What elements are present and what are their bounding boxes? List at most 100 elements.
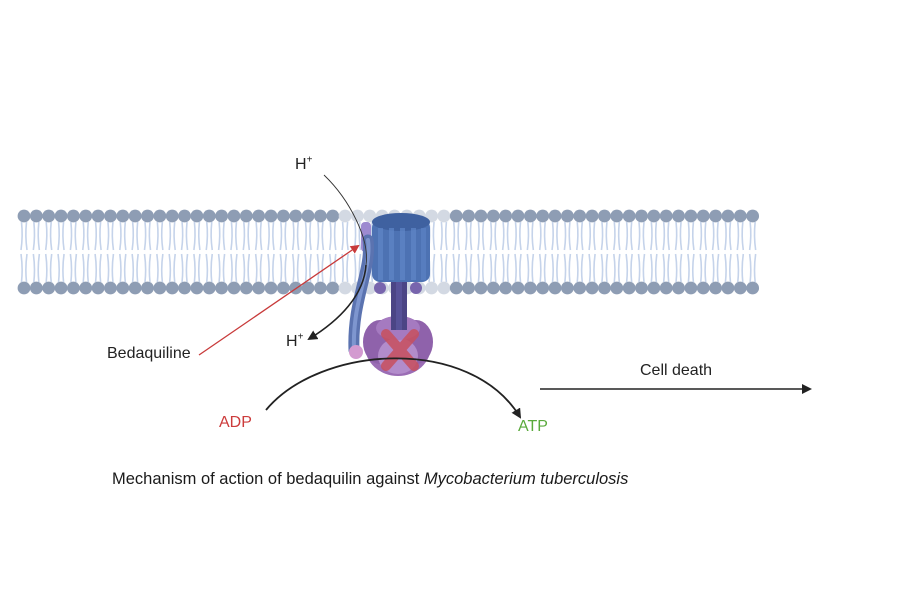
lipid-tail [588,221,592,251]
lipid-tail [654,253,658,283]
lipid-tail [210,221,214,251]
lipid-head [264,281,278,295]
lipid-tail [222,221,226,251]
lipid-head [733,281,747,295]
lipid-tail [230,221,233,251]
lipid-tail [333,221,337,251]
lipid-head [696,209,710,223]
lipid-tail [477,221,480,251]
proton-label-bottom-charge: + [297,331,304,343]
lipid-tail [600,221,604,251]
lipid-head [104,209,117,223]
lipid-tail [613,221,616,251]
lipid-head [91,281,105,295]
lipid-tail [637,221,641,251]
lipid-tail [180,221,184,251]
lipid-tail [556,221,559,251]
lipid-tail [736,253,740,283]
lipid-tail [197,221,201,251]
lipid-head [54,281,68,295]
lipid-tail [180,253,184,283]
lipid-tail [272,221,275,251]
lipid-tail [296,253,300,283]
lipid-tail [457,253,461,283]
lipid-head [746,281,760,295]
lipid-head [178,281,191,295]
lipid-tail [57,221,60,251]
lipid-tail [650,221,653,251]
lipid-head [449,209,463,223]
lipid-tail [296,221,300,251]
lipid-tail [353,221,357,251]
lipid-head [239,209,253,223]
lipid-head [314,209,327,223]
lipid-head [227,281,241,295]
cell-death-label: Cell death [640,362,713,379]
lipid-tail [482,253,485,283]
lipid-head [561,281,574,295]
lipid-head [437,281,451,295]
lipid-tail [736,221,740,251]
lipid-head [672,209,685,223]
lipid-tail [160,253,164,283]
caption-text: Mechanism of action of bedaquilin agains… [112,470,424,488]
lipid-tail [328,253,332,283]
lipid-tail [617,253,621,283]
lipid-tail [74,253,78,283]
lipid-head [561,209,574,223]
lipid-tail [81,253,85,283]
lipid-tail [489,253,493,283]
lipid-head [264,209,278,223]
lipid-tail [679,253,683,283]
lipid-head [585,281,599,295]
lipid-tail [316,253,320,283]
lipid-head [733,209,747,223]
lipid-tail [69,253,73,283]
lipid-tail [625,253,629,283]
proton-label-top-charge: + [306,154,313,166]
lipid-tail [57,253,60,283]
lipid-head [190,209,204,223]
lipid-tail [279,221,283,251]
lipid-tail [501,221,505,251]
lipid-head [215,281,229,295]
lipid-head [165,281,179,295]
lipid-tail [501,253,505,283]
proton-flow-top-arrow [323,174,367,266]
lipid-head [178,209,191,223]
lipid-tail [699,253,703,283]
lipid-heads-inner-leaflet [17,281,760,295]
lipid-tail [482,221,485,251]
inhibition-cross-icon [381,329,419,371]
lipid-head [17,281,31,295]
lipid-head [116,209,130,223]
lipid-head [165,209,179,223]
lipid-tail [20,221,23,251]
lipid-tail [333,253,337,283]
lipid-tail [235,253,238,283]
lipid-tail [748,253,752,283]
lipid-tail [259,221,263,251]
lipid-head [474,281,488,295]
lipid-tail [94,221,98,251]
lipid-tail [711,221,715,251]
lipid-head [622,209,636,223]
proton-label-bottom-text: H [286,333,298,350]
lipid-tail [254,221,258,251]
lipid-tail [729,253,732,283]
lipid-head [128,281,142,295]
lipid-tail [563,221,567,251]
lipid-tail [20,253,23,283]
lipid-tail [111,221,115,251]
lipid-tail [667,221,670,251]
lipid-tail [62,253,65,283]
lipid-tail [49,253,53,283]
lipid-tail [469,221,473,251]
lipid-tail [452,253,456,283]
lipid-tail [753,253,757,283]
lipid-head [536,281,550,295]
lipid-head [91,209,105,223]
lipid-head [252,281,266,295]
lipid-tail [605,253,609,283]
